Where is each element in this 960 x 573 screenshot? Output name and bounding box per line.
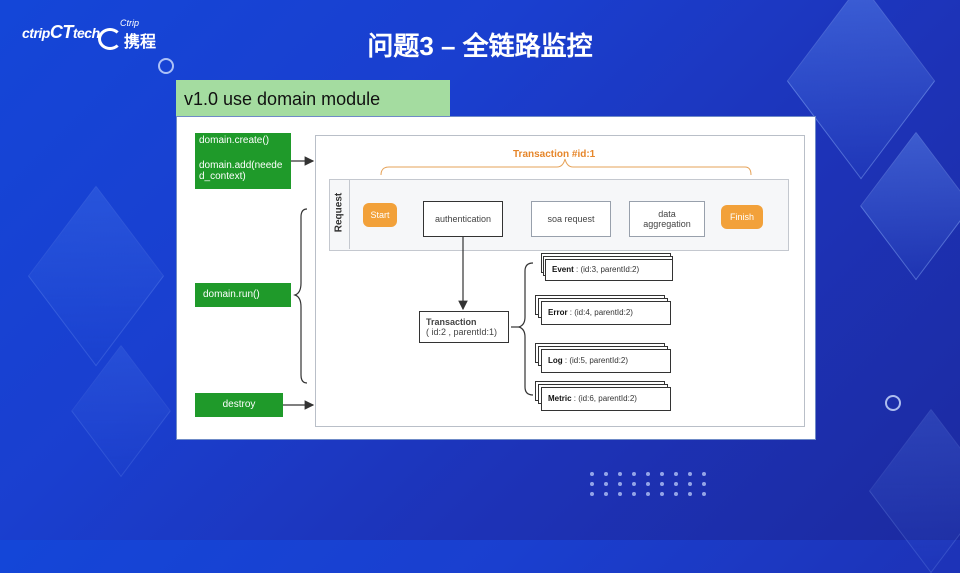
diagram-frame [315,135,805,427]
event-card: Event : (id:3, parentId:2) [545,259,673,281]
ctrip-logo: Ctrip 携程 [98,18,156,52]
transaction-child-box: Transaction ( id:2 , parentId:1) [419,311,509,343]
start-step: Start [363,203,397,227]
log-card: Log : (id:5, parentId:2) [541,349,671,373]
transaction-child-id: ( id:2 , parentId:1) [426,327,498,337]
transaction-top-label: Transaction #id:1 [513,149,596,160]
decorative-cube [71,344,171,478]
request-label-cell: Request [329,179,350,249]
soa-request-step: soa request [531,201,611,237]
diagram-connectors [283,156,752,410]
finish-step: Finish [721,205,763,229]
authentication-step: authentication [423,201,503,237]
page-title: 问题3 – 全链路监控 [367,31,593,61]
header: ctripCTtech Ctrip 携程 问题3 – 全链路监控 [0,0,960,80]
domain-run-box: domain.run() [195,283,291,307]
ring-icon [158,58,174,74]
ctrip-tech-logo: ctripCTtech [22,22,100,42]
ring-icon [885,395,901,411]
data-aggregation-step: data aggregation [629,201,705,237]
version-label: v1.0 use domain module [176,80,450,118]
metric-card: Metric : (id:6, parentId:2) [541,387,671,411]
domain-create-label: domain.create() [199,135,270,146]
domain-add-label: domain.add(needed_context) [199,160,283,182]
diagram-panel: domain.create() domain.add(needed_contex… [176,116,816,440]
ctrip-mark-icon [98,28,122,50]
transaction-child-title: Transaction [426,317,477,327]
decorative-cube [869,408,960,573]
destroy-box: destroy [195,393,283,417]
dot-grid [590,472,716,496]
domain-create-box: domain.create() domain.add(needed_contex… [195,133,291,189]
decorative-cube [27,185,165,367]
error-card: Error : (id:4, parentId:2) [541,301,671,325]
